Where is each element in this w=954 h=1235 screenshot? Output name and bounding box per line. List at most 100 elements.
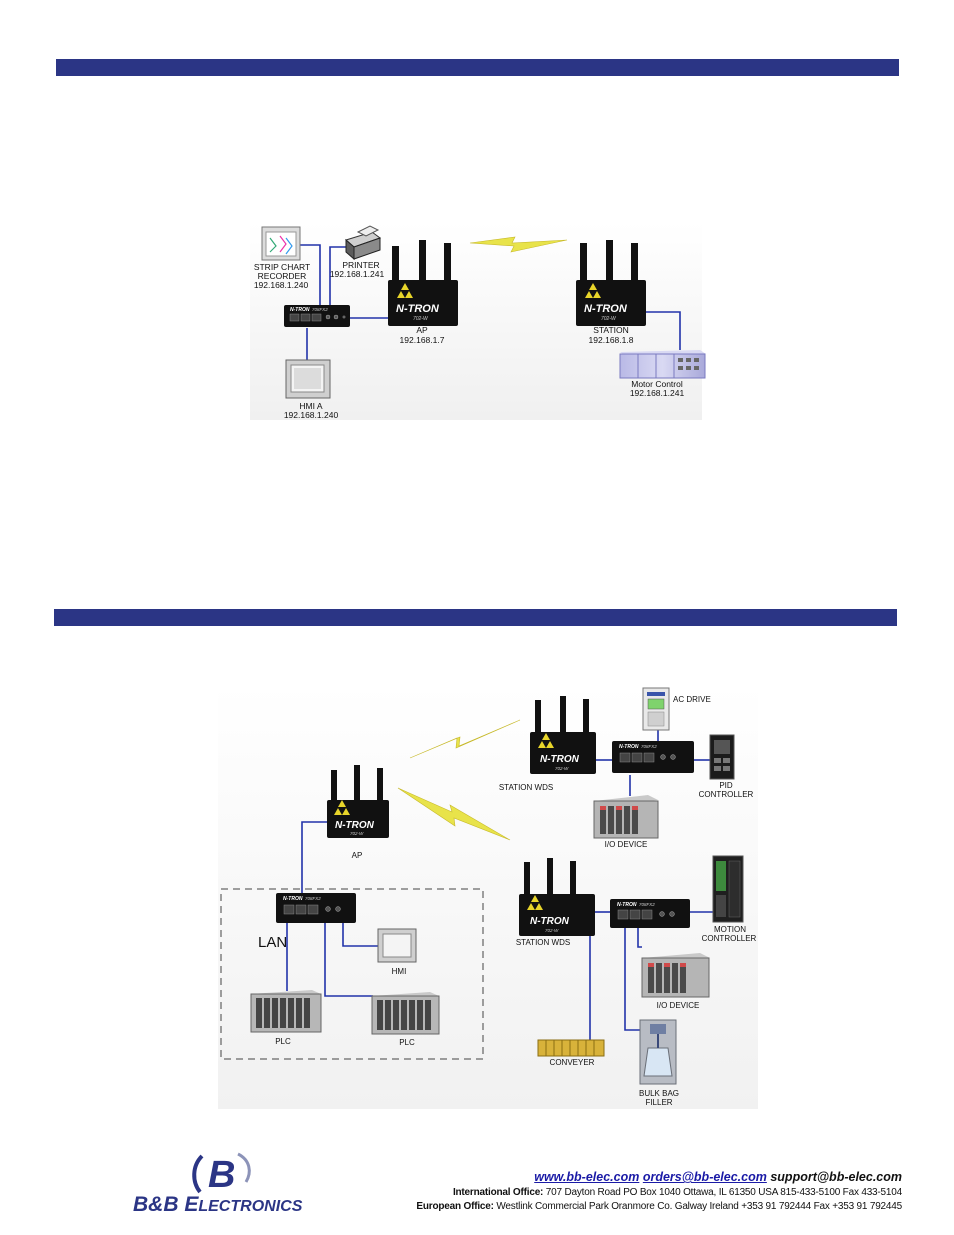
printer-label: PRINTER — [342, 260, 379, 270]
printer-ip: 192.168.1.241 — [330, 269, 385, 279]
ntron-switch-icon-wds2: N-TRON 708FX2 — [610, 899, 690, 928]
ntron-station-wds-icon-2: N-TRON 702-W — [519, 858, 595, 936]
svg-text:N-TRON: N-TRON — [617, 902, 637, 908]
svg-text:N-TRON: N-TRON — [584, 303, 628, 315]
io-device-icon-2 — [641, 953, 710, 998]
svg-text:N-TRON: N-TRON — [530, 916, 570, 927]
euro-office-address: Westlink Commercial Park Oranmore Co. Ga… — [496, 1201, 902, 1212]
svg-text:N-TRON: N-TRON — [283, 896, 303, 902]
link-switch-io2 — [637, 927, 642, 948]
bulk-bag-label-2: FILLER — [645, 1098, 672, 1107]
link-switch-plc-2 — [324, 922, 373, 997]
io-device-label-2: I/O DEVICE — [657, 1001, 700, 1010]
link-station-motor — [644, 311, 681, 350]
link-printer-switch — [329, 246, 346, 305]
bulk-bag-filler-icon — [639, 1019, 677, 1085]
european-office-row: European Office: Westlink Commercial Par… — [416, 1200, 902, 1214]
wireless-bolt-icon — [469, 236, 568, 253]
logo-letter: B — [208, 1154, 235, 1194]
ntron-switch-icon: N-TRON 708FX2 — [284, 305, 350, 327]
intl-office-address: 707 Dayton Road PO Box 1040 Ottawa, IL 6… — [545, 1187, 902, 1198]
ntron-switch-icon-lan: N-TRON 708FX2 — [276, 893, 356, 923]
ntron-switch-icon-wds1: N-TRON 708FX2 — [612, 741, 694, 773]
svg-text:708FX2: 708FX2 — [312, 307, 328, 312]
orders-email-link[interactable]: orders@bb-elec.com — [642, 1170, 767, 1184]
logo-word-lectronics: LECTRONICS — [198, 1198, 303, 1215]
hmi-a-ip: 192.168.1.240 — [284, 410, 339, 420]
conveyer-icon — [537, 1039, 605, 1057]
svg-text:N-TRON: N-TRON — [335, 820, 375, 831]
io-device-label-1: I/O DEVICE — [605, 840, 648, 849]
link-switch-bulkbag — [624, 927, 640, 1031]
ap-label-bottom: AP — [352, 851, 363, 860]
svg-text:N-TRON: N-TRON — [396, 303, 440, 315]
conveyer-label: CONVEYER — [550, 1058, 595, 1067]
section-header-bar-bottom — [54, 609, 897, 626]
intl-office-label: International Office: — [452, 1187, 544, 1198]
io-device-icon-1 — [593, 795, 659, 839]
svg-text:N-TRON: N-TRON — [619, 744, 639, 750]
strip-chart-ip: 192.168.1.240 — [254, 280, 309, 290]
svg-text:702-W: 702-W — [350, 831, 364, 836]
plc-icon-1 — [250, 990, 322, 1033]
svg-text:N-TRON: N-TRON — [540, 754, 580, 765]
station-label: STATION — [593, 325, 629, 335]
printer-icon — [344, 225, 382, 261]
svg-text:708FX2: 708FX2 — [305, 896, 321, 901]
top-ethernet-links — [300, 244, 681, 360]
pid-label-1: PID — [719, 781, 733, 790]
website-link[interactable]: www.bb-elec.com — [534, 1170, 640, 1184]
svg-text:N-TRON: N-TRON — [290, 307, 310, 313]
wireless-bolt-icon-upper — [409, 719, 521, 759]
pid-controller-icon — [709, 734, 735, 780]
bulk-bag-label-1: BULK BAG — [639, 1089, 679, 1098]
motion-label-1: MOTION — [714, 925, 746, 934]
hmi-a-label: HMI A — [299, 401, 322, 411]
svg-text:702-W: 702-W — [413, 316, 429, 322]
section-header-bar-top — [56, 59, 899, 76]
strip-chart-label-1: STRIP CHART — [254, 262, 310, 272]
ac-drive-label: AC DRIVE — [673, 695, 711, 704]
bottom-network-diagram: LAN AC DRIVE N-TRON 702-W ST — [218, 684, 758, 1109]
contact-links-row: www.bb-elec.com orders@bb-elec.com suppo… — [416, 1170, 902, 1184]
euro-office-label: European Office: — [416, 1201, 494, 1212]
svg-text:702-W: 702-W — [555, 766, 569, 771]
hmi-panel-icon-bottom — [377, 928, 417, 963]
hmi-label-bottom: HMI — [392, 967, 407, 976]
ap-label: AP — [416, 325, 428, 335]
station-wds-label-2: STATION WDS — [516, 938, 570, 947]
ntron-station-wds-icon-1: N-TRON 702-W — [530, 696, 596, 774]
link-switch-hmi — [342, 922, 378, 947]
motor-control-cabinet-icon — [619, 350, 706, 379]
station-ip: 192.168.1.8 — [589, 335, 634, 345]
pid-label-2: CONTROLLER — [699, 790, 754, 799]
svg-text:708FX2: 708FX2 — [641, 744, 657, 749]
plc-label-1: PLC — [275, 1037, 291, 1046]
lan-label: LAN — [258, 934, 287, 951]
top-network-diagram: STRIP CHART RECORDER 192.168.1.240 PRINT… — [250, 222, 706, 420]
ntron-ap-icon-bottom: N-TRON 702-W — [327, 765, 389, 838]
plc-icon-2 — [371, 992, 440, 1035]
ntron-ap-icon: N-TRON 702-W — [388, 240, 458, 326]
logo-word-e: E — [184, 1193, 199, 1216]
logo-word-bb: B&B — [133, 1193, 179, 1216]
motor-control-ip: 192.168.1.241 — [630, 388, 685, 398]
motion-controller-icon — [712, 855, 744, 923]
link-recorder-switch — [300, 244, 321, 305]
ac-drive-icon — [642, 687, 670, 731]
bb-logo-mark: B — [192, 1152, 251, 1194]
svg-text:702-W: 702-W — [545, 928, 559, 933]
ntron-station-icon: N-TRON 702-W — [576, 240, 646, 326]
strip-chart-label-2: RECORDER — [258, 271, 307, 281]
contact-block: www.bb-elec.com orders@bb-elec.com suppo… — [416, 1170, 902, 1214]
motion-label-2: CONTROLLER — [702, 934, 757, 943]
ap-ip: 192.168.1.7 — [400, 335, 445, 345]
svg-text:708FX2: 708FX2 — [639, 902, 655, 907]
wireless-bolt-icon-lower — [397, 787, 511, 841]
international-office-row: International Office: 707 Dayton Road PO… — [416, 1186, 902, 1200]
company-wordmark: B&B ELECTRONICS — [133, 1193, 302, 1217]
support-email: support@bb-elec.com — [770, 1170, 902, 1184]
svg-text:702-W: 702-W — [601, 316, 617, 322]
plc-label-2: PLC — [399, 1038, 415, 1047]
motor-control-label: Motor Control — [631, 379, 683, 389]
